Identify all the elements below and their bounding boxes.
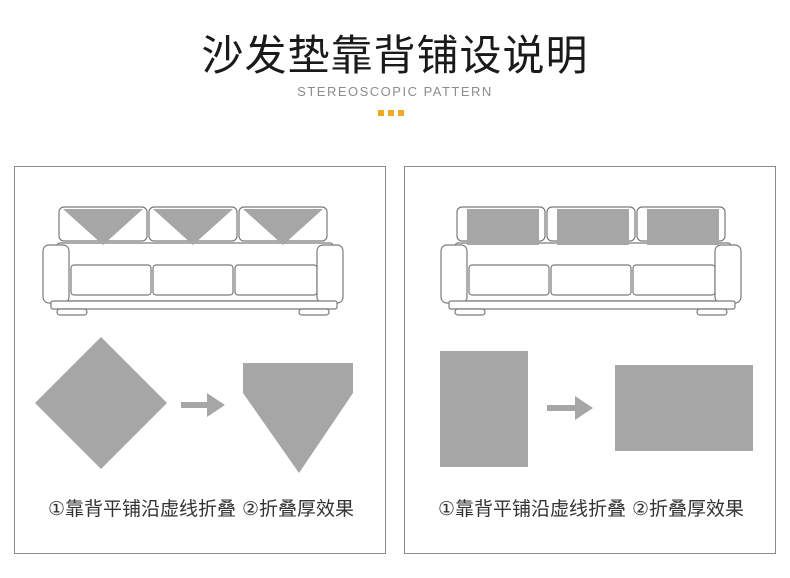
- triangle-cushion: [153, 209, 233, 245]
- folded-rectangle-shape: [615, 365, 753, 451]
- triangle-diagram: [35, 206, 353, 473]
- accent-dot: [378, 110, 384, 116]
- triangle-cushions: [63, 209, 323, 245]
- folded-triangle-shape: [243, 363, 353, 473]
- arrow-icon: [181, 393, 225, 417]
- arrow-icon: [547, 396, 593, 420]
- rectangle-cushion: [557, 209, 629, 245]
- rectangle-cushion: [647, 209, 719, 245]
- panel-caption: ①靠背平铺沿虚线折叠 ②折叠厚效果: [47, 498, 355, 520]
- accent-dot: [388, 110, 394, 116]
- sofa-icon: [42, 206, 344, 316]
- accent-dot: [398, 110, 404, 116]
- instruction-panel-rectangle: ①靠背平铺沿虚线折叠 ②折叠厚效果: [404, 166, 776, 554]
- rectangle-cushion: [467, 209, 539, 245]
- rectangle-diagram: [440, 206, 753, 467]
- diamond-shape: [35, 337, 167, 469]
- flat-rectangle-shape: [440, 351, 528, 467]
- panel-caption: ①靠背平铺沿虚线折叠 ②折叠厚效果: [437, 498, 745, 520]
- triangle-cushion: [243, 209, 323, 245]
- instruction-panel-triangle: ①靠背平铺沿虚线折叠 ②折叠厚效果: [14, 166, 386, 554]
- page-title: 沙发垫靠背铺设说明: [201, 31, 589, 80]
- triangle-cushion: [63, 209, 143, 245]
- accent-dots: [378, 110, 418, 116]
- page-subtitle: STEREOSCOPIC PATTERN: [297, 84, 493, 99]
- rectangle-cushions: [467, 209, 719, 245]
